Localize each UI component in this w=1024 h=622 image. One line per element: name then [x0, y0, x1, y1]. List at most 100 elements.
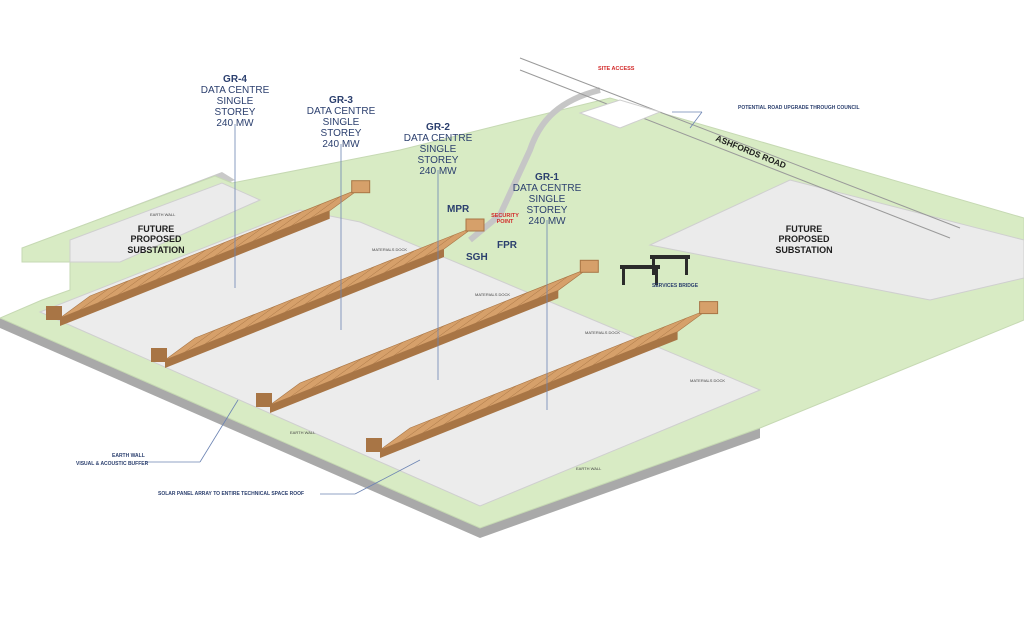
- ashfords-road-line-a: [519, 57, 961, 229]
- hall-wall: [270, 290, 559, 413]
- gr3-power: 240 MW: [322, 139, 360, 150]
- material-dock-block: [465, 218, 485, 232]
- material-dock-block: [699, 301, 719, 315]
- solar-panel-line: [486, 385, 517, 408]
- solar-panel-line: [79, 288, 110, 311]
- gr1-type: DATA CENTRE: [512, 183, 582, 194]
- substation-pad-right: [648, 179, 1024, 301]
- material-dock-2: MATERIALS DOCK: [475, 292, 511, 297]
- earth-wall-small-1: EARTH WALL: [150, 212, 176, 217]
- solar-panel-line: [516, 284, 548, 307]
- site-access-label: SITE ACCESS: [598, 66, 635, 72]
- sgh-label: SGH: [466, 252, 488, 263]
- solar-panel-line: [401, 419, 432, 442]
- solar-panel-line: [507, 377, 538, 400]
- services-bridge: [620, 255, 690, 285]
- fpr-label: FPR: [497, 240, 517, 251]
- solar-panel-line: [98, 280, 129, 303]
- hall-wall: [165, 249, 444, 368]
- substation-right-line3: SUBSTATION: [775, 244, 833, 255]
- substation-left-line2: PROPOSED: [130, 234, 182, 245]
- access-road: [468, 87, 601, 243]
- hall-wall: [380, 331, 678, 458]
- hall-wall: [60, 210, 330, 326]
- plant-block: [151, 348, 167, 362]
- solar-panel-line: [528, 368, 559, 392]
- solar-panel-line: [455, 309, 486, 332]
- solar-panel-line: [549, 360, 581, 383]
- mpr-label: MPR: [447, 204, 470, 215]
- material-dock-block: [579, 259, 599, 273]
- solar-panel-line: [204, 321, 236, 345]
- solar-panel-line: [224, 314, 255, 337]
- solar-panel-line: [403, 242, 435, 266]
- gr4-storey: SINGLE STOREY: [214, 96, 256, 118]
- gr4-type: DATA CENTRE: [200, 85, 270, 96]
- solar-panel-line: [443, 402, 474, 425]
- solar-panel-line: [414, 325, 445, 348]
- substation-left-label: FUTURE PROPOSED SUBSTATION: [120, 224, 192, 255]
- site-access-plot: [578, 99, 662, 129]
- earth-wall-small-2: EARTH WALL: [290, 430, 316, 435]
- solar-panel-line: [291, 203, 322, 227]
- solar-panel-line: [393, 333, 424, 357]
- gr1-label: GR-1 DATA CENTRE SINGLE STOREY 240 MW: [510, 172, 584, 227]
- gr2-label: GR-2 DATA CENTRE SINGLE STOREY 240 MW: [401, 122, 475, 177]
- solar-panel-line: [324, 274, 355, 297]
- solar-panel-line: [175, 249, 206, 273]
- solar-panel-line: [464, 393, 496, 417]
- solar-panel-line: [136, 265, 168, 288]
- gr1-power: 240 MW: [528, 216, 566, 227]
- data-centre-halls: [46, 180, 719, 458]
- solar-panel-line: [571, 351, 602, 375]
- solar-panel-line: [537, 276, 568, 299]
- plant-block: [46, 306, 62, 320]
- plant-block: [366, 438, 382, 452]
- solar-panel-line: [434, 317, 465, 340]
- solar-panel-line: [252, 219, 283, 242]
- solar-panel-line: [423, 234, 455, 258]
- solar-panel-line: [656, 317, 687, 341]
- substation-pad-left: [69, 182, 262, 263]
- leader-lines: [145, 111, 703, 495]
- gr4-power: 240 MW: [216, 118, 254, 129]
- security-point-label: SECURITY POINT: [491, 213, 519, 226]
- solar-panel-line: [264, 298, 295, 321]
- material-dock-3: MATERIALS DOCK: [585, 330, 621, 335]
- solar-panel-line: [475, 300, 507, 324]
- road-upgrade-label: POTENTIAL ROAD UPGRADE THROUGH COUNCIL: [738, 105, 860, 111]
- solar-panel-line: [613, 334, 644, 358]
- solar-panel-line: [331, 358, 362, 381]
- earth-wall-small-3: EARTH WALL: [576, 466, 602, 471]
- substation-left-line1: FUTURE: [137, 224, 175, 234]
- gr4-label: GR-4 DATA CENTRE SINGLE STOREY 240 MW: [198, 74, 272, 129]
- solar-panel-line: [290, 374, 321, 398]
- solar-panel-line: [194, 242, 225, 265]
- gr1-name: GR-1: [535, 172, 559, 183]
- services-bridge-label: SERVICES BRIDGE: [652, 283, 699, 289]
- solar-panel-line: [284, 290, 315, 313]
- solar-panel-line: [156, 257, 187, 280]
- earth-wall-label-line1: EARTH WALL: [112, 453, 145, 459]
- solar-label: SOLAR PANEL ARRAY TO ENTIRE TECHNICAL SP…: [158, 491, 305, 497]
- solar-panel-line: [344, 266, 375, 289]
- substation-right-line1: FUTURE: [785, 224, 823, 234]
- material-dock-1: MATERIALS DOCK: [372, 247, 408, 252]
- solar-panel-line: [213, 234, 245, 257]
- site-base-wall-lower: [0, 318, 480, 538]
- substation-right-line2: PROPOSED: [778, 234, 830, 245]
- solar-panel-line: [244, 306, 275, 329]
- material-dock-block: [351, 180, 371, 194]
- solar-panel-line: [311, 366, 342, 389]
- earth-wall-label-line2: VISUAL & ACOUSTIC BUFFER: [76, 461, 149, 467]
- solar-panel-line: [592, 343, 623, 366]
- solar-panel-line: [422, 410, 453, 434]
- solar-panel-line: [352, 350, 383, 373]
- gr2-power: 240 MW: [419, 166, 457, 177]
- gr4-name: GR-4: [223, 74, 247, 85]
- solar-panel-line: [304, 282, 335, 305]
- solar-panel-line: [233, 226, 264, 250]
- gr2-storey: SINGLE STOREY: [417, 144, 459, 166]
